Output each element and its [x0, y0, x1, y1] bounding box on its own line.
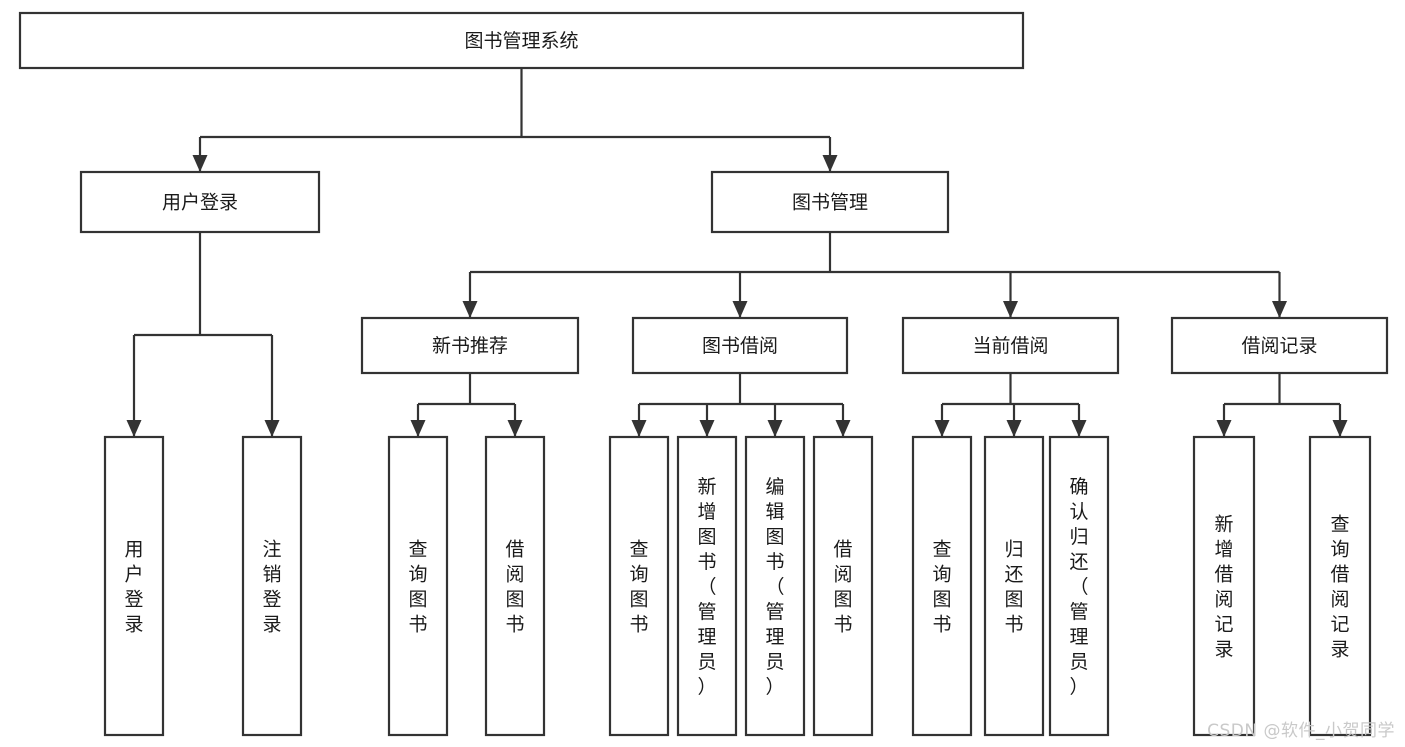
bookmanage-to-level3-arrow-2	[1003, 301, 1018, 318]
node-leaf-edit-book-box	[744, 435, 806, 737]
node-leaf-query-record[interactable]: 查询借阅记录	[1308, 435, 1372, 737]
node-leaf-logout[interactable]: 注销登录	[241, 435, 303, 737]
node-user-login-box	[79, 170, 321, 234]
node-leaf-return-book-label: 归还图书	[1004, 539, 1023, 636]
node-leaf-return-book[interactable]: 归还图书	[983, 435, 1045, 737]
node-leaf-user-login-box	[103, 435, 165, 737]
node-leaf-query-record-box	[1308, 435, 1372, 737]
borrow-record-to-leaves-arrow-1	[1332, 420, 1348, 437]
node-leaf-add-record-label: 新增借阅记录	[1214, 514, 1233, 661]
node-root-box	[18, 11, 1025, 70]
node-leaf-confirm-return[interactable]: 确认归还（管理员）	[1048, 435, 1110, 737]
book-borrow-to-leaves-arrow-2	[767, 420, 783, 437]
node-book-borrow[interactable]: 图书借阅	[631, 316, 849, 375]
node-leaf-logout-box	[241, 435, 303, 737]
node-root[interactable]: 图书管理系统	[18, 11, 1025, 70]
node-leaf-query-book-rec-box	[387, 435, 449, 737]
node-leaf-borrow-book[interactable]: 借阅图书	[812, 435, 874, 737]
node-borrow-record-box	[1170, 316, 1389, 375]
node-borrow-record[interactable]: 借阅记录	[1170, 316, 1389, 375]
node-leaf-query-book-rec-label: 查询图书	[408, 539, 427, 636]
current-borrow-to-leaves-arrow-2	[1071, 420, 1087, 437]
root-to-level2-arrow-1	[822, 155, 838, 172]
bookmanage-to-level3-arrow-0	[462, 301, 478, 318]
node-book-borrow-box	[631, 316, 849, 375]
node-leaf-add-book-box	[676, 435, 738, 737]
node-root-label: 图书管理系统	[464, 30, 578, 52]
node-leaf-logout-label: 注销登录	[262, 539, 281, 636]
book-borrow-to-leaves-arrow-1	[699, 420, 715, 437]
bookmanage-to-level3-arrow-1	[732, 301, 748, 318]
node-leaf-confirm-return-box	[1048, 435, 1110, 737]
bookmanage-to-level3-arrow-3	[1272, 301, 1287, 318]
node-leaf-borrow-book-rec-label: 借阅图书	[505, 539, 524, 636]
node-leaf-borrow-book-rec[interactable]: 借阅图书	[484, 435, 546, 737]
node-leaf-borrow-book-box	[812, 435, 874, 737]
node-leaf-confirm-return-label: 确认归还（管理员）	[1069, 476, 1088, 698]
node-leaf-add-record-box	[1192, 435, 1256, 737]
node-leaf-add-book[interactable]: 新增图书（管理员）	[676, 435, 738, 737]
node-current-borrow-box	[901, 316, 1120, 375]
borrow-record-to-leaves-arrow-0	[1216, 420, 1232, 437]
node-leaf-edit-book[interactable]: 编辑图书（管理员）	[744, 435, 806, 737]
node-borrow-record-label: 借阅记录	[1241, 335, 1317, 357]
current-borrow-to-leaves-arrow-1	[1006, 420, 1022, 437]
node-layer: 图书管理系统用户登录图书管理新书推荐图书借阅当前借阅借阅记录用户登录注销登录查询…	[18, 11, 1389, 737]
userlogin-to-leaves-arrow-0	[126, 420, 142, 437]
node-leaf-add-record[interactable]: 新增借阅记录	[1192, 435, 1256, 737]
new-book-rec-to-leaves-arrow-0	[410, 420, 426, 437]
connector-layer	[126, 68, 1348, 437]
book-borrow-to-leaves-arrow-3	[835, 420, 851, 437]
current-borrow-to-leaves-arrow-0	[934, 420, 950, 437]
node-leaf-user-login-label: 用户登录	[124, 539, 143, 636]
node-leaf-query-record-label: 查询借阅记录	[1330, 514, 1349, 661]
node-new-book-rec-box	[360, 316, 580, 375]
node-leaf-borrow-book-rec-box	[484, 435, 546, 737]
new-book-rec-to-leaves-arrow-1	[507, 420, 523, 437]
node-leaf-query-book[interactable]: 查询图书	[608, 435, 670, 737]
csdn-watermark: CSDN @软件_小贺同学	[1207, 721, 1395, 741]
node-book-manage[interactable]: 图书管理	[710, 170, 950, 234]
node-user-login[interactable]: 用户登录	[79, 170, 321, 234]
node-leaf-edit-book-label: 编辑图书（管理员）	[765, 476, 784, 698]
node-current-borrow-label: 当前借阅	[972, 335, 1048, 357]
node-leaf-query-book-cur-box	[911, 435, 973, 737]
node-leaf-return-book-box	[983, 435, 1045, 737]
node-leaf-user-login[interactable]: 用户登录	[103, 435, 165, 737]
node-leaf-query-book-label: 查询图书	[629, 539, 648, 636]
node-leaf-query-book-cur-label: 查询图书	[932, 539, 951, 636]
node-leaf-borrow-book-label: 借阅图书	[833, 539, 852, 636]
node-current-borrow[interactable]: 当前借阅	[901, 316, 1120, 375]
root-to-level2-arrow-0	[192, 155, 208, 172]
node-user-login-label: 用户登录	[162, 192, 238, 214]
book-borrow-to-leaves-arrow-0	[631, 420, 647, 437]
node-book-borrow-label: 图书借阅	[702, 335, 778, 357]
node-leaf-query-book-box	[608, 435, 670, 737]
node-new-book-rec[interactable]: 新书推荐	[360, 316, 580, 375]
node-new-book-rec-label: 新书推荐	[432, 335, 508, 357]
node-leaf-add-book-label: 新增图书（管理员）	[697, 476, 716, 698]
node-book-manage-box	[710, 170, 950, 234]
userlogin-to-leaves-arrow-1	[264, 420, 280, 437]
node-book-manage-label: 图书管理	[792, 192, 868, 214]
node-leaf-query-book-rec[interactable]: 查询图书	[387, 435, 449, 737]
node-leaf-query-book-cur[interactable]: 查询图书	[911, 435, 973, 737]
